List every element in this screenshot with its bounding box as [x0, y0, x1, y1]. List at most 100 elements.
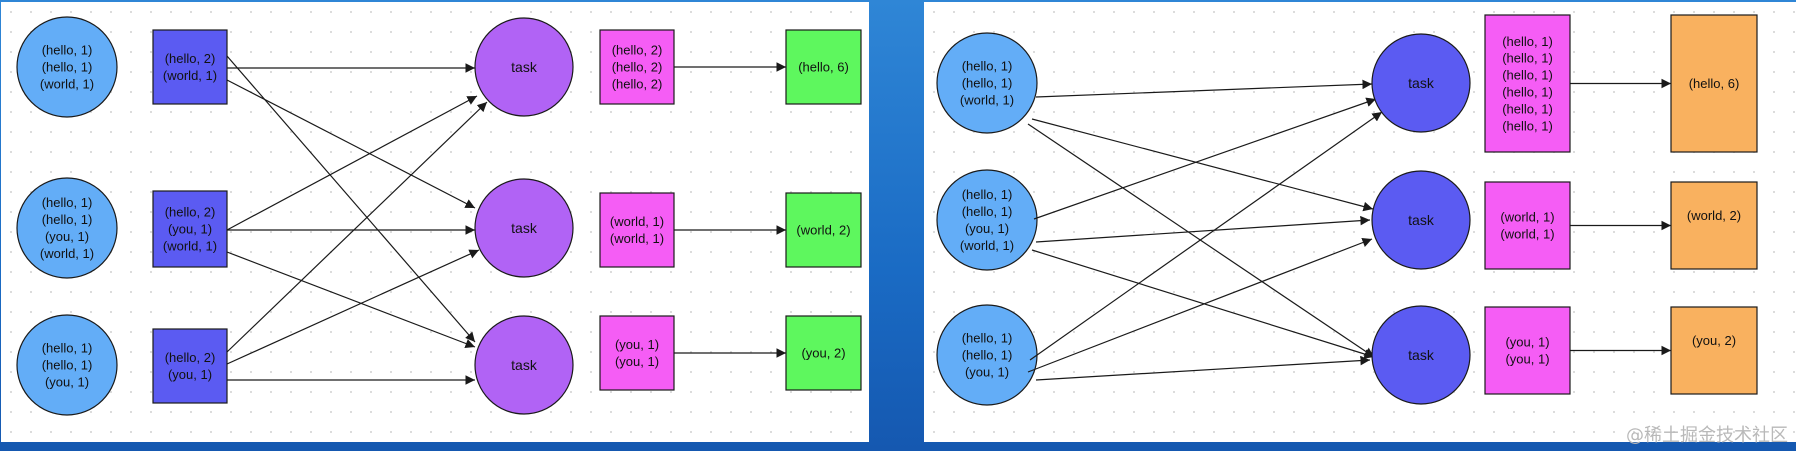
tuple-label: (hello, 1) — [42, 195, 93, 210]
task-circle — [474, 315, 574, 415]
flow-arrow — [226, 251, 476, 349]
flow-arrow — [226, 249, 480, 365]
flow-arrow — [1029, 111, 1383, 361]
tuple-label: (hello, 1) — [42, 341, 93, 356]
tuple-label: (world, 2) — [1687, 208, 1741, 223]
tuple-label: (world, 1) — [610, 231, 664, 246]
result-box — [1670, 181, 1758, 270]
group-box — [1484, 181, 1571, 270]
tuple-label: (hello, 1) — [42, 43, 93, 58]
tuple-label: (world, 1) — [1500, 226, 1554, 241]
watermark: @稀土掘金技术社区 — [1626, 425, 1788, 446]
tuple-label: (you, 1) — [1505, 351, 1549, 366]
flow-arrow — [1031, 118, 1374, 212]
right-diagram: (hello, 1)(hello, 1)(world, 1)(hello, 1)… — [936, 14, 1758, 406]
tuple-label: (hello, 1) — [1502, 84, 1553, 99]
tuple-label: (world, 1) — [960, 92, 1014, 107]
task-circle — [1371, 305, 1471, 405]
task-circle — [1371, 170, 1471, 270]
task-circle — [474, 178, 574, 278]
tuple-label: (hello, 1) — [1502, 34, 1553, 49]
task-label: task — [511, 357, 538, 373]
tuple-label: (world, 1) — [960, 238, 1014, 253]
task-label: task — [1408, 75, 1435, 91]
flow-arrow — [1035, 215, 1371, 243]
tuple-label: (world, 1) — [163, 68, 217, 83]
tuple-label: (hello, 2) — [165, 205, 216, 220]
combine-box — [152, 29, 228, 105]
flow-arrow — [226, 79, 476, 209]
result-box — [785, 315, 862, 391]
flow-arrow — [1033, 97, 1377, 220]
tuple-label: (hello, 1) — [962, 59, 1013, 74]
tuple-label: (world, 1) — [1500, 210, 1554, 225]
combine-box — [152, 328, 228, 404]
group-box — [599, 315, 675, 391]
tuple-label: (hello, 1) — [962, 76, 1013, 91]
tuple-label: (you, 1) — [168, 222, 212, 237]
tuple-label: (world, 2) — [796, 223, 850, 238]
tuple-label: (hello, 2) — [612, 60, 663, 75]
tuple-label: (hello, 1) — [1502, 51, 1553, 66]
input-circle — [16, 16, 118, 118]
tuple-label: (hello, 1) — [962, 348, 1013, 363]
tuple-label: (you, 2) — [801, 346, 845, 361]
tuple-label: (you, 1) — [168, 367, 212, 382]
tuple-label: (hello, 2) — [165, 51, 216, 66]
left-diagram: (hello, 1)(hello, 1)(world, 1)(hello, 1)… — [16, 16, 862, 416]
result-box — [1670, 14, 1758, 153]
tuple-label: (hello, 1) — [962, 204, 1013, 219]
task-label: task — [511, 220, 538, 236]
tuple-label: (you, 2) — [1692, 333, 1736, 348]
tuple-label: (world, 1) — [40, 246, 94, 261]
flow-arrow — [1027, 237, 1373, 373]
tuple-label: (you, 1) — [615, 354, 659, 369]
tuple-label: (you, 1) — [965, 364, 1009, 379]
tuple-label: (hello, 1) — [42, 212, 93, 227]
tuple-label: (hello, 1) — [1502, 118, 1553, 133]
input-circle — [936, 169, 1038, 271]
task-circle — [1371, 33, 1471, 133]
flow-arrow — [226, 101, 488, 353]
tuple-label: (you, 1) — [965, 221, 1009, 236]
task-label: task — [511, 59, 538, 75]
tuple-label: (hello, 1) — [42, 60, 93, 75]
tuple-label: (hello, 6) — [798, 60, 849, 75]
tuple-label: (world, 1) — [40, 76, 94, 91]
group-box — [1484, 14, 1571, 153]
tuple-label: (hello, 2) — [612, 43, 663, 58]
flow-arrow — [1035, 355, 1371, 381]
tuple-label: (hello, 1) — [962, 187, 1013, 202]
input-circle — [936, 32, 1038, 134]
combine-box — [152, 190, 228, 268]
tuple-label: (hello, 1) — [1502, 101, 1553, 116]
flow-arrow — [1035, 79, 1373, 98]
tuple-label: (hello, 2) — [612, 76, 663, 91]
tuple-label: (hello, 1) — [42, 358, 93, 373]
tuple-label: (hello, 2) — [165, 350, 216, 365]
result-box — [785, 29, 862, 105]
input-circle — [16, 314, 118, 416]
tuple-label: (you, 1) — [1505, 335, 1549, 350]
result-box — [785, 192, 862, 268]
tuple-label: (you, 1) — [45, 374, 89, 389]
tuple-label: (you, 1) — [45, 229, 89, 244]
tuple-label: (hello, 6) — [1689, 76, 1740, 91]
task-label: task — [1408, 347, 1435, 363]
task-circle — [474, 17, 574, 117]
left-diagram-panel: (hello, 1)(hello, 1)(world, 1)(hello, 1)… — [1, 2, 869, 442]
flow-arrow — [226, 55, 476, 343]
tuple-label: (world, 1) — [610, 214, 664, 229]
tuple-label: (world, 1) — [163, 238, 217, 253]
right-diagram-panel: (hello, 1)(hello, 1)(world, 1)(hello, 1)… — [924, 2, 1796, 442]
flow-arrow — [1031, 249, 1375, 359]
tuple-label: (you, 1) — [615, 337, 659, 352]
result-box — [1670, 306, 1758, 395]
tuple-label: (hello, 1) — [962, 331, 1013, 346]
tuple-label: (hello, 1) — [1502, 68, 1553, 83]
flow-arrow — [226, 95, 478, 231]
group-box — [599, 29, 675, 105]
task-label: task — [1408, 212, 1435, 228]
input-circle — [16, 177, 118, 279]
group-box — [1484, 306, 1571, 395]
